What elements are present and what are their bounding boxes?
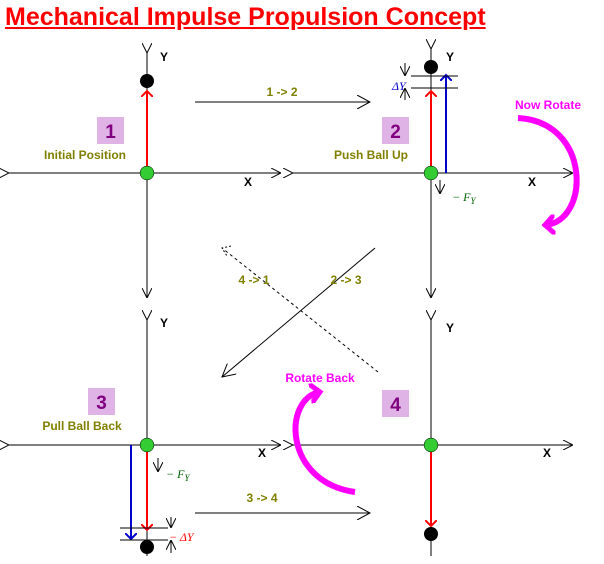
center-dot-icon xyxy=(139,437,155,453)
rotations: Now Rotate Rotate Back xyxy=(285,98,581,495)
transition-label-1-2: 1 -> 2 xyxy=(266,85,297,99)
transition-label-3-4: 3 -> 4 xyxy=(246,491,277,505)
rotate-back-label: Rotate Back xyxy=(285,371,355,385)
step-label-2: Push Ball Up xyxy=(334,148,408,162)
step-number-2: 2 xyxy=(390,122,401,143)
panel-4: Y X 4 xyxy=(292,319,572,556)
step-number-1: 1 xyxy=(105,122,116,143)
neg-delta-y-label: − ΔY xyxy=(169,530,195,544)
y-axis-label: Y xyxy=(160,316,168,330)
delta-y-label: ΔY xyxy=(391,79,407,93)
y-axis-label: Y xyxy=(446,50,454,64)
center-dot-icon xyxy=(139,165,155,181)
transition-label-4-1: 4 -> 1 xyxy=(238,273,269,287)
transitions: 1 -> 2 2 -> 3 3 -> 4 4 -> 1 xyxy=(195,85,379,513)
ball-icon xyxy=(424,527,438,541)
transition-arrowhead-4-1 xyxy=(221,245,232,257)
step-box-3 xyxy=(88,388,115,415)
step-number-3: 3 xyxy=(96,393,107,414)
force-label: − FY xyxy=(452,190,476,206)
x-axis-label: X xyxy=(543,446,551,460)
ball-icon xyxy=(140,74,154,88)
y-axis-label: Y xyxy=(160,50,168,64)
panel-1: Y X 1 Initial Position xyxy=(8,50,280,297)
x-axis-label: X xyxy=(244,175,252,189)
panel-3: Y X − ΔY − FY 3 Pull Ball Back xyxy=(8,316,280,556)
step-number-4: 4 xyxy=(390,395,401,416)
center-dot-icon xyxy=(423,165,439,181)
ball-icon xyxy=(140,540,154,554)
x-axis-label: X xyxy=(528,175,536,189)
now-rotate-label: Now Rotate xyxy=(515,98,581,112)
rotate-arrow-icon xyxy=(517,115,580,225)
transition-label-2-3: 2 -> 3 xyxy=(330,273,361,287)
transition-dashed-4-1 xyxy=(221,247,379,373)
ball-icon xyxy=(424,60,438,74)
transition-arrow-2-3 xyxy=(222,247,376,377)
step-box-2 xyxy=(382,117,409,144)
x-axis-label: X xyxy=(258,446,266,460)
panel-2: Y X ΔY − FY 2 Push Ball Up xyxy=(292,48,572,297)
y-axis-label: Y xyxy=(446,321,454,335)
force-label: − FY xyxy=(166,467,190,483)
rotate-back-arrow-icon xyxy=(292,392,356,495)
center-dot-icon xyxy=(423,437,439,453)
step-label-3: Pull Ball Back xyxy=(42,419,122,433)
step-label-1: Initial Position xyxy=(44,148,126,162)
step-box-4 xyxy=(382,390,409,417)
step-box-1 xyxy=(97,117,124,144)
page-title: Mechanical Impulse Propulsion Concept xyxy=(5,3,486,31)
